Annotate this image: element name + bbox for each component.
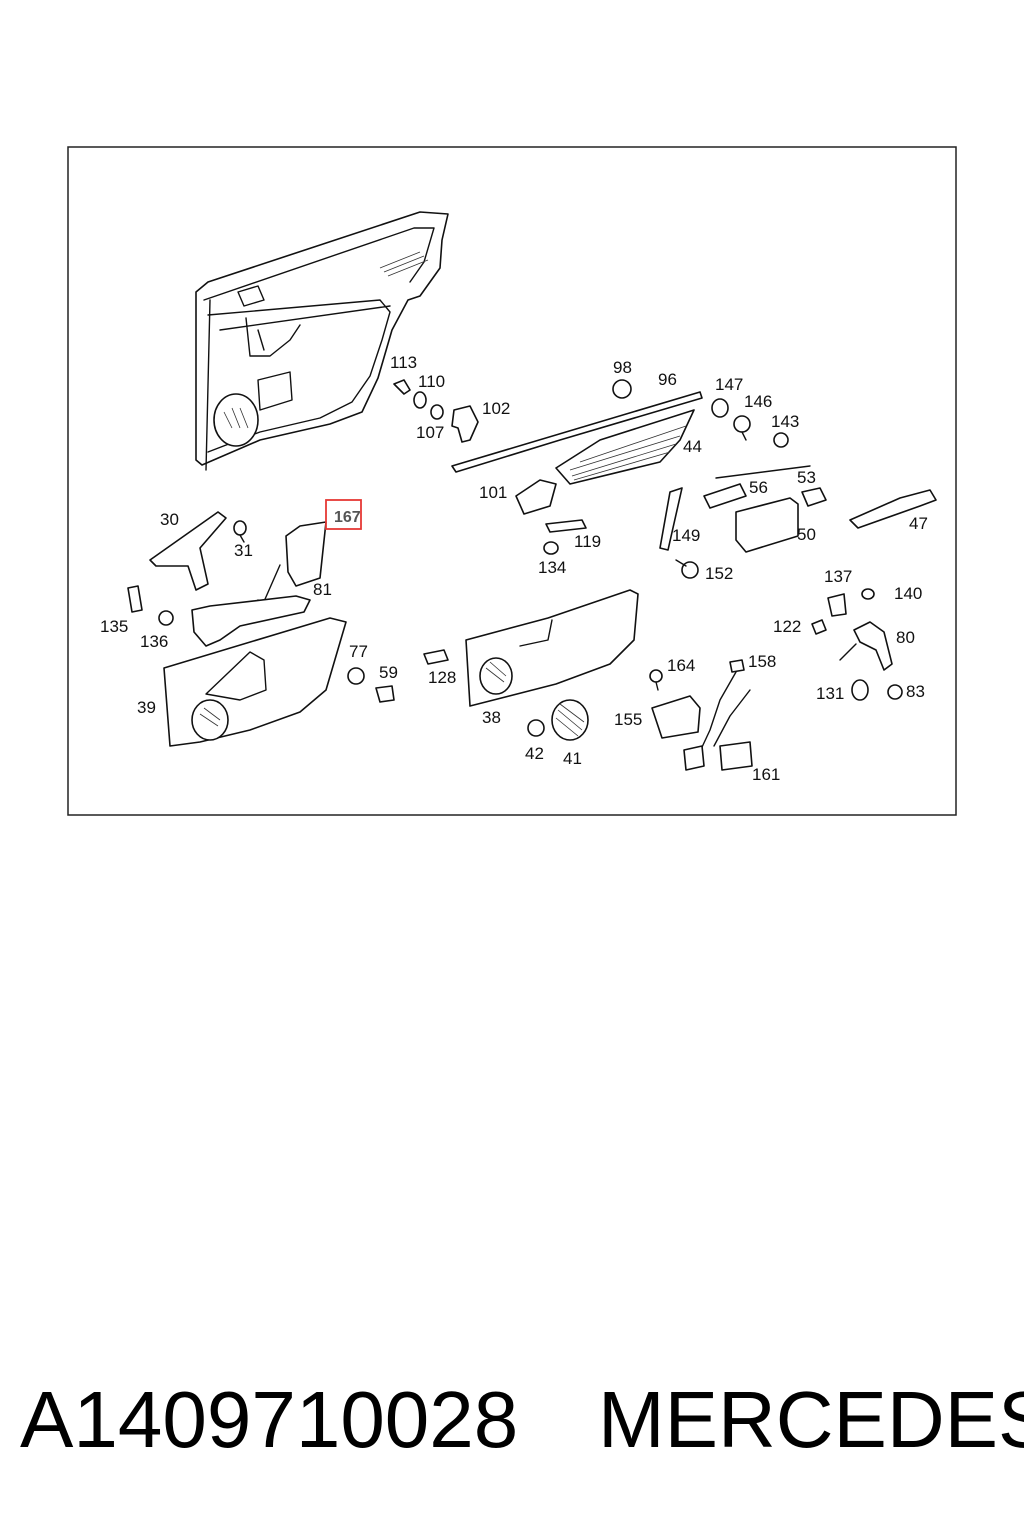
callout-135: 135 <box>100 617 128 636</box>
callout-107: 107 <box>416 423 444 442</box>
callout-31: 31 <box>234 541 253 560</box>
bracket-30 <box>149 511 247 591</box>
bracket-119-134 <box>543 519 587 555</box>
brand-name: MERCEDES <box>598 1375 1024 1464</box>
callout-119: 119 <box>574 532 601 551</box>
callout-30: 30 <box>160 510 179 529</box>
parts-diagram-svg: 113 110 107 102 98 96 147 146 143 44 101… <box>67 146 957 816</box>
callout-131: 131 <box>816 684 844 703</box>
door-panel-38 <box>465 589 639 707</box>
callout-113: 113 <box>390 353 417 372</box>
caption: A1409710028 MERCEDES <box>0 1370 1024 1470</box>
callout-44: 44 <box>683 437 702 456</box>
callout-167: 167 <box>334 509 361 526</box>
callout-labels: 113 110 107 102 98 96 147 146 143 44 101… <box>100 353 928 784</box>
callout-101: 101 <box>479 483 507 502</box>
callout-134: 134 <box>538 558 566 577</box>
callout-110: 110 <box>418 372 445 391</box>
control-unit-group <box>703 465 827 553</box>
switch-101 <box>515 479 557 515</box>
callout-80: 80 <box>896 628 915 647</box>
callout-59: 59 <box>379 663 398 682</box>
callout-143: 143 <box>771 412 799 431</box>
electrical-group <box>649 659 753 771</box>
callout-77: 77 <box>349 642 368 661</box>
callout-53: 53 <box>797 468 816 487</box>
callout-136: 136 <box>140 632 168 651</box>
callout-161: 161 <box>752 765 780 784</box>
callout-137: 137 <box>824 567 852 586</box>
callout-152: 152 <box>705 564 733 583</box>
clip-parts-upper <box>393 379 479 443</box>
callout-122: 122 <box>773 617 801 636</box>
callout-56: 56 <box>749 478 768 497</box>
speaker-grille-44 <box>555 409 695 485</box>
callout-140: 140 <box>894 584 922 603</box>
handle-shell-81 <box>191 595 311 647</box>
callout-50: 50 <box>797 525 816 544</box>
callout-81: 81 <box>313 580 332 599</box>
door-trim-39 <box>163 617 347 747</box>
callout-38: 38 <box>482 708 501 727</box>
callout-42: 42 <box>525 744 544 763</box>
callout-155: 155 <box>614 710 642 729</box>
part-number: A1409710028 <box>20 1375 519 1464</box>
grille-41-42 <box>527 699 589 741</box>
callout-146: 146 <box>744 392 772 411</box>
rod-149 <box>659 487 699 579</box>
handle-parts-right <box>811 588 903 701</box>
clip-128 <box>423 649 449 665</box>
callout-83: 83 <box>906 682 925 701</box>
callout-47: 47 <box>909 514 928 533</box>
callout-39: 39 <box>137 698 156 717</box>
callout-147: 147 <box>715 375 743 394</box>
trim-strip <box>451 379 703 473</box>
armrest-47 <box>849 489 937 529</box>
door-panel-assembly <box>195 211 449 471</box>
callout-96: 96 <box>658 370 677 389</box>
callout-128: 128 <box>428 668 456 687</box>
fasteners-77-59 <box>347 667 395 703</box>
callout-158: 158 <box>748 652 776 671</box>
callout-98: 98 <box>613 358 632 377</box>
highlight-box <box>325 499 362 530</box>
clips-135-136 <box>127 585 174 626</box>
callout-102: 102 <box>482 399 510 418</box>
callout-149: 149 <box>672 526 700 545</box>
parts-diagram: 113 110 107 102 98 96 147 146 143 44 101… <box>67 146 957 816</box>
callout-164: 164 <box>667 656 695 675</box>
callout-41: 41 <box>563 749 582 768</box>
fasteners-147-146-143 <box>711 398 789 448</box>
